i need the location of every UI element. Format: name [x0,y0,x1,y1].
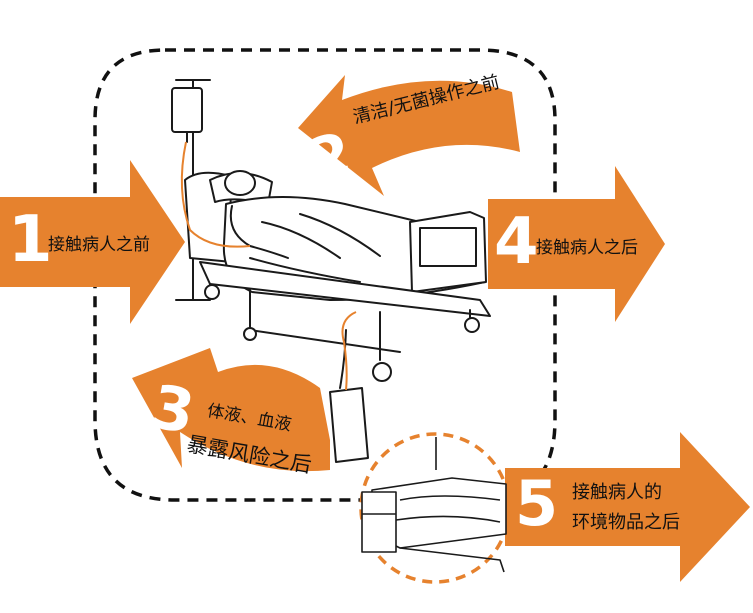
arrow-1 [0,160,185,324]
arrow-5 [505,432,750,582]
moment-5-label-line2: 环境物品之后 [572,512,680,533]
arrow-4 [488,166,665,322]
moment-1-label: 接触病人之前 [48,235,150,255]
arrow-3 [132,348,330,472]
bed-illustration [171,79,491,463]
environment-illustration [361,437,507,573]
arrow-2 [298,75,520,196]
moment-5-number: 5 [515,467,559,540]
drain-tube [341,311,357,391]
moment-4-number: 4 [494,205,539,279]
moment-1-number: 1 [8,203,53,277]
patient-zone-outline [93,48,557,502]
moment-4-label: 接触病人之后 [536,238,638,258]
iv-tube [180,141,251,248]
moment-5-label-line1: 接触病人的 [572,482,662,503]
